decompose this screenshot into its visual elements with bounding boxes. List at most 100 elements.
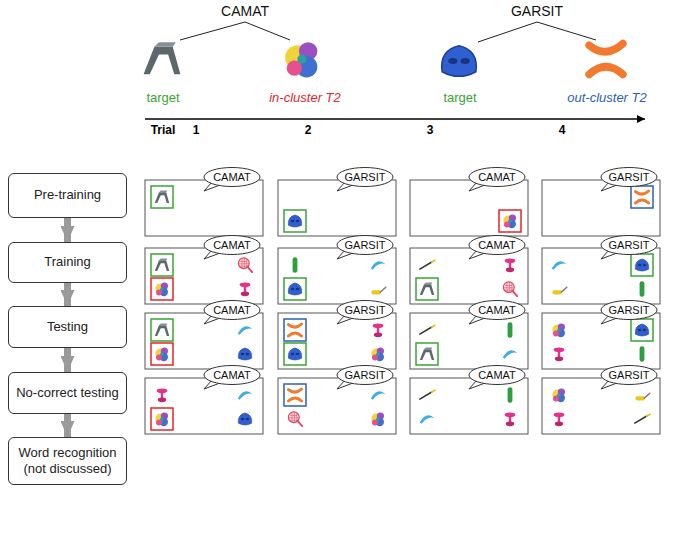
object-icon (554, 412, 565, 426)
screen-panel (145, 378, 263, 434)
target-frame (416, 278, 438, 300)
object-icon (420, 390, 435, 399)
object-icon (505, 258, 516, 272)
target-frame (284, 278, 306, 300)
mapping-line (478, 22, 596, 42)
phase-box: Word recognition (not discussed) (8, 437, 127, 485)
speech-bubble: GARSIT (600, 167, 658, 187)
role-label: target (146, 90, 179, 105)
object-icon (238, 391, 253, 399)
object-icon (240, 282, 251, 296)
screen-panel (145, 313, 263, 369)
object-icon (505, 412, 516, 426)
object-icon (288, 348, 302, 360)
flow-arrow (64, 414, 71, 437)
speech-bubble: CAMAT (203, 300, 261, 320)
object-icon (238, 348, 252, 360)
screen-panel (410, 180, 528, 236)
object-icon (420, 415, 435, 423)
target-frame (284, 210, 306, 232)
spoken-word: CAMAT (478, 369, 516, 381)
object-icon (157, 388, 168, 402)
target-frame (416, 343, 438, 365)
speech-bubble: CAMAT (203, 167, 261, 187)
flow-arrow (64, 348, 71, 372)
spoken-word: CAMAT (213, 304, 251, 316)
bubble-ellipse (337, 301, 393, 320)
object-icon (238, 326, 253, 334)
bubble-ellipse (601, 236, 657, 255)
spoken-word: GARSIT (609, 171, 650, 183)
target-frame (151, 186, 173, 208)
flow-arrow (64, 283, 71, 306)
mapping-line (180, 22, 290, 40)
object-icon (552, 323, 565, 337)
speech-bubble: CAMAT (468, 300, 526, 320)
object-icon (155, 190, 169, 203)
phase-box: No-correct testing (8, 372, 127, 414)
target-frame (631, 319, 653, 341)
role-label: target (443, 90, 476, 105)
spoken-word: GARSIT (609, 239, 650, 251)
speech-bubble: GARSIT (336, 167, 394, 187)
object-icon (640, 281, 645, 297)
object-icon (554, 347, 565, 361)
bubble-ellipse (601, 301, 657, 320)
phase-box: Pre-training (8, 173, 127, 218)
screen-panel (542, 378, 660, 434)
in-cluster-frame (151, 278, 173, 300)
screen-panel (410, 378, 528, 434)
phase-label: Pre-training (34, 187, 101, 203)
object-icon (552, 388, 565, 402)
bubble-ellipse (469, 301, 525, 320)
object-icon (442, 46, 477, 77)
bubble-ellipse (469, 366, 525, 385)
speech-bubble: GARSIT (600, 300, 658, 320)
role-label: in-cluster T2 (269, 90, 341, 105)
speech-bubble: CAMAT (203, 365, 261, 385)
spoken-word: CAMAT (213, 369, 251, 381)
bubble-ellipse (337, 366, 393, 385)
bubble-ellipse (601, 168, 657, 187)
role-label: out-cluster T2 (567, 90, 646, 105)
out-cluster-frame (284, 319, 306, 341)
spoken-word: GARSIT (345, 369, 386, 381)
speech-bubble: CAMAT (203, 235, 261, 255)
out-cluster-frame (631, 186, 653, 208)
out-cluster-frame (284, 384, 306, 406)
screen-panel (542, 313, 660, 369)
speech-bubble: CAMAT (468, 235, 526, 255)
object-icon (420, 260, 435, 269)
object-icon (420, 325, 435, 334)
spoken-word: GARSIT (345, 239, 386, 251)
object-icon (635, 324, 649, 336)
trial-number: 1 (193, 123, 200, 137)
object-icon (285, 42, 317, 77)
object-icon (373, 323, 384, 337)
object-icon (420, 282, 434, 295)
bubble-ellipse (469, 236, 525, 255)
object-icon (288, 283, 302, 295)
object-icon (503, 214, 516, 228)
object-icon (155, 258, 169, 271)
bubble-ellipse (337, 168, 393, 187)
phase-label: Word recognition (not discussed) (15, 445, 120, 478)
target-frame (284, 343, 306, 365)
object-icon (503, 350, 518, 358)
trial-axis (145, 118, 645, 120)
spoken-word: GARSIT (609, 369, 650, 381)
spoken-word: CAMAT (478, 171, 516, 183)
spoken-word: GARSIT (345, 304, 386, 316)
bubble-ellipse (601, 366, 657, 385)
object-icon (508, 322, 513, 338)
target-frame (151, 319, 173, 341)
object-icon (238, 413, 252, 425)
object-icon (371, 391, 386, 399)
object-icon (640, 346, 645, 362)
object-icon (155, 412, 168, 426)
phase-box: Training (8, 242, 127, 283)
object-icon (371, 347, 384, 361)
spoken-word: CAMAT (478, 239, 516, 251)
screen-panel (278, 180, 396, 236)
